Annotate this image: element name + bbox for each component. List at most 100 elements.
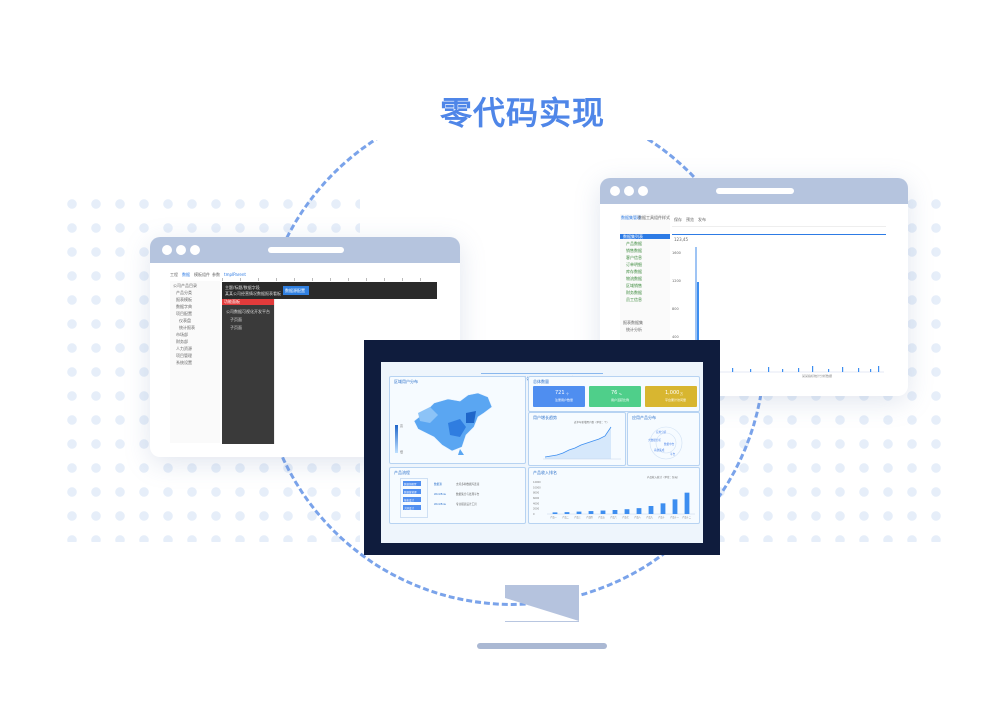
sidebar-tab[interactable]: 工具 <box>646 215 654 220</box>
window-title-bar <box>150 237 460 263</box>
axis-caption: 某某指标统计分析数据 <box>802 373 832 378</box>
monitor-stand-base <box>477 643 607 649</box>
revenue-bar[interactable] <box>672 499 678 514</box>
tree-item[interactable]: 物流数据 <box>626 276 642 281</box>
tree-item[interactable]: 客户信息 <box>626 255 642 260</box>
tree-item[interactable]: 订单明细 <box>626 262 642 267</box>
stat-card-active[interactable]: 76 % 用户活跃比例 <box>589 386 641 407</box>
flow-button[interactable]: 报表设计 <box>403 497 421 502</box>
tree-item[interactable]: 统计分析 <box>626 327 642 332</box>
revenue-bar[interactable] <box>588 511 594 514</box>
toolbar-item[interactable]: 发布 <box>698 217 706 222</box>
map-panel: 区域用户分布 高 低 <box>389 376 526 464</box>
monitor: 北京某某公司数据可视化分析看板 区域用户分布 高 低 总体数量 721 个 注册… <box>364 340 720 555</box>
tree-item[interactable]: 系统设置 <box>176 360 192 365</box>
tree-item[interactable]: 员工信息 <box>626 297 642 302</box>
series-bars <box>712 366 880 372</box>
map-region-dark[interactable] <box>466 411 476 423</box>
bar-category-label: 产品八 <box>634 515 641 519</box>
bubble-label: 大数据分析 <box>648 438 661 442</box>
tree-item[interactable]: 产品数据 <box>626 241 642 246</box>
tree-item[interactable]: 项目配置 <box>176 311 192 316</box>
y-tick: 1600 <box>672 251 681 255</box>
canvas-header: 主题/标题/数据字段 某某公司经营情况数据报表看板 数据源配置 <box>222 282 437 299</box>
toolbar-item[interactable]: 保存 <box>674 217 682 222</box>
tree-item[interactable]: 数据字典 <box>176 304 192 309</box>
window-dot-icon <box>176 245 186 255</box>
flow-button[interactable]: 大屏设计 <box>403 505 421 510</box>
map-region-light[interactable] <box>418 407 438 423</box>
tree-item[interactable]: 区域销售 <box>626 283 642 288</box>
flow-text: 专业报表设计工具 <box>456 503 477 506</box>
flow-button-label: 报表设计 <box>404 499 415 502</box>
flow-button[interactable]: 数据集管理 <box>403 489 421 494</box>
bar-y-tick: 12000 <box>533 481 541 484</box>
dataset-toolbar: 保存 预览 发布 <box>672 214 886 227</box>
revenue-bar[interactable] <box>648 506 654 514</box>
bar-legend: 产品收入统计（单位：万元） <box>647 476 680 479</box>
panel-item[interactable]: 公司数据可视化开发平台 <box>226 309 270 314</box>
tree-item[interactable]: 项目管理 <box>176 353 192 358</box>
y-tick: 1200 <box>672 279 681 283</box>
revenue-bar[interactable] <box>660 503 666 514</box>
tree-item[interactable]: 人力资源 <box>176 346 192 351</box>
tree-item[interactable]: 报表数据集 <box>623 320 643 325</box>
bar-chart-panel: 产品收入排名 产品收入统计（单位：万元） 产品一产品二产品三产品四产品五产品六产… <box>528 467 700 524</box>
revenue-bar[interactable] <box>552 512 558 514</box>
revenue-bar[interactable] <box>576 511 582 514</box>
sidebar-tab[interactable]: 组件样式 <box>654 215 670 220</box>
tab-params[interactable]: 参数 <box>212 272 220 277</box>
stat-unit: % <box>619 392 622 396</box>
tree-item[interactable]: 公司产品目录 <box>173 283 197 288</box>
tree-item[interactable]: 财务部 <box>176 339 188 344</box>
revenue-bar[interactable] <box>636 508 642 514</box>
sidebar-tab[interactable]: 数据集管理 <box>621 215 641 220</box>
bubble-label: 数据中台 <box>664 442 675 446</box>
small-bar <box>812 366 814 372</box>
small-bar <box>750 369 752 372</box>
sidebar-tab[interactable]: 数据 <box>638 215 646 220</box>
stat-card-users[interactable]: 721 个 注册用户数量 <box>533 386 585 407</box>
revenue-bar[interactable] <box>624 509 630 514</box>
tree-item[interactable]: 市场部 <box>176 332 188 337</box>
flow-button[interactable]: 数据源配置 <box>403 481 421 486</box>
tree-item[interactable]: 数据集列表 <box>623 234 643 239</box>
flow-panel-title: 产品流程 <box>394 470 410 475</box>
tree-item[interactable]: 销售数据 <box>626 248 642 253</box>
tab-project[interactable]: 工程 <box>170 272 178 277</box>
map-region-dark[interactable] <box>448 419 466 437</box>
revenue-bar[interactable] <box>564 512 570 514</box>
revenue-bar[interactable] <box>600 510 606 514</box>
tree-item[interactable]: 产品分类 <box>176 290 192 295</box>
panel-item[interactable]: 子页面 <box>230 317 242 322</box>
tree-item[interactable]: 财务数据 <box>626 290 642 295</box>
designer-tabs: 工程 数据 模板组件 参数 tmplParent <box>170 270 270 278</box>
toolbar-item[interactable]: 预览 <box>686 217 694 222</box>
tab-template-parent[interactable]: tmplParent <box>224 272 246 277</box>
bar-category-label: 产品三 <box>574 515 581 519</box>
address-bar[interactable] <box>716 188 794 194</box>
small-bar <box>842 367 844 372</box>
tree-item[interactable]: 统计报表 <box>179 325 195 330</box>
revenue-bar[interactable] <box>612 510 618 514</box>
tree-item[interactable]: 库存数据 <box>626 269 642 274</box>
stats-title: 总体数量 <box>533 379 549 384</box>
stat-card-visits[interactable]: 1,000 万 平台累计访问量 <box>645 386 697 407</box>
tree-item[interactable]: 仪表盘 <box>179 318 191 323</box>
selected-tree-item[interactable] <box>620 234 670 239</box>
tree-item[interactable]: 报表模板 <box>176 297 192 302</box>
panel-item[interactable]: 子页面 <box>230 325 242 330</box>
bar-category-label: 产品五 <box>598 515 605 519</box>
bar-category-label: 产品二 <box>562 515 569 519</box>
flow-button-label: 数据集管理 <box>404 491 417 494</box>
tab-components[interactable]: 模板组件 <box>194 272 210 277</box>
tab-data[interactable]: 数据 <box>182 272 190 277</box>
map-island[interactable] <box>458 449 464 455</box>
flow-text: 支持多种数据库连接 <box>456 483 480 486</box>
address-bar[interactable] <box>268 247 344 253</box>
revenue-bar[interactable] <box>684 492 690 514</box>
chart-top-label: 123,45 <box>674 237 688 242</box>
stat-value: 76 <box>611 390 618 396</box>
datasource-button[interactable]: 数据源配置 <box>283 286 309 295</box>
